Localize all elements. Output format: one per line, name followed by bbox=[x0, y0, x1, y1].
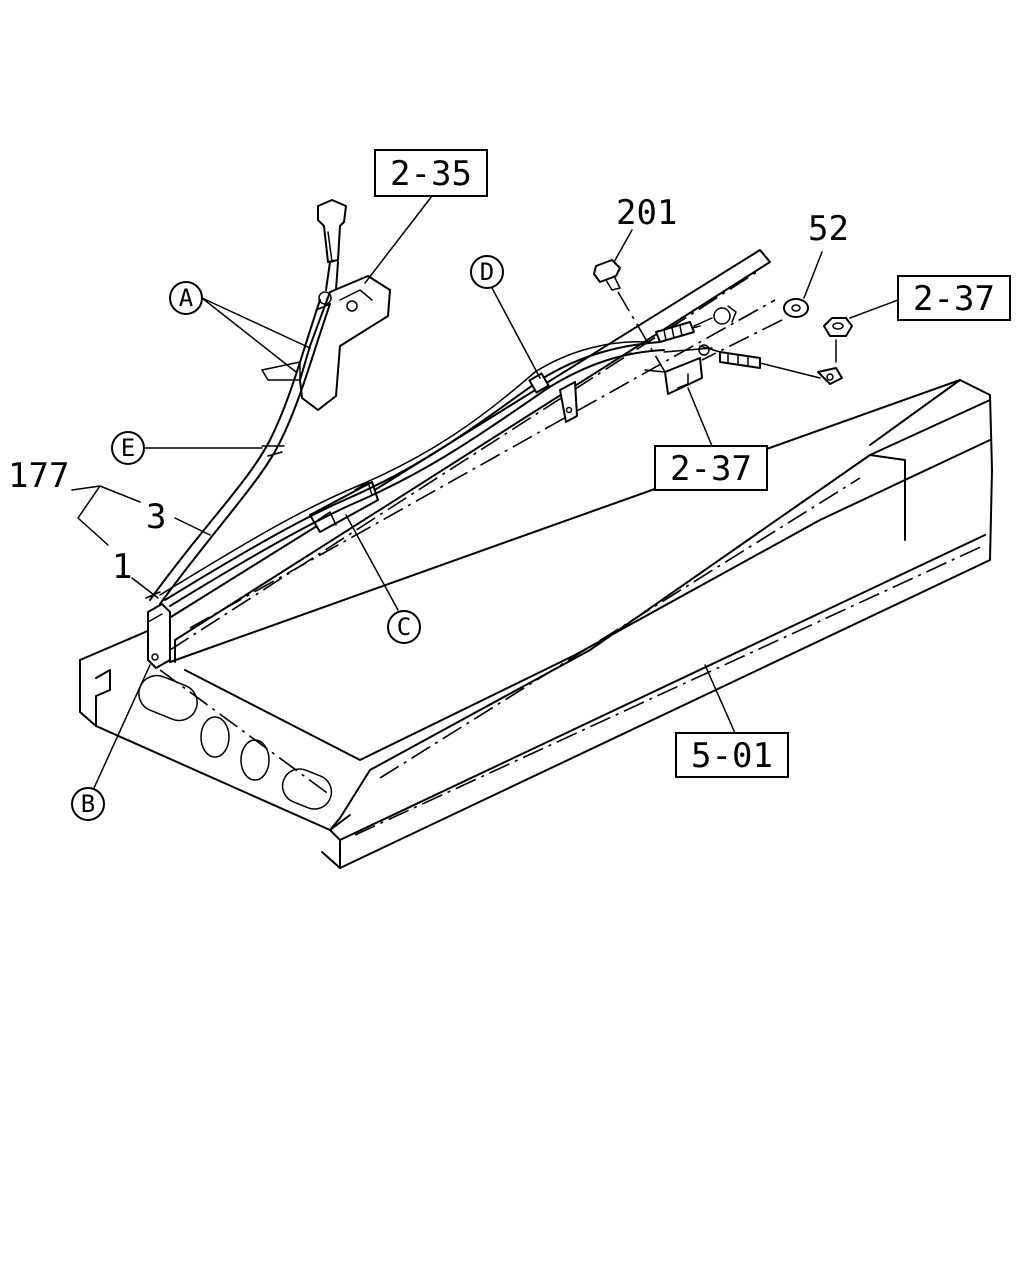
reference-box-2-37-lower[interactable]: 2-37 bbox=[654, 445, 768, 491]
callout-e-label: E bbox=[121, 434, 135, 462]
chassis-frame bbox=[79, 249, 993, 869]
callout-a: A bbox=[169, 281, 203, 315]
reference-2-37-upper-label: 2-37 bbox=[913, 279, 995, 319]
callout-b: B bbox=[71, 787, 105, 821]
callout-d-label: D bbox=[480, 258, 494, 286]
bracket-b bbox=[145, 591, 171, 669]
part-number-52: 52 bbox=[808, 209, 849, 249]
callout-c-label: C bbox=[397, 613, 411, 641]
callout-a-label: A bbox=[179, 284, 194, 312]
reference-box-2-35[interactable]: 2-35 bbox=[374, 149, 488, 197]
reference-box-5-01[interactable]: 5-01 bbox=[675, 732, 789, 778]
part-number-177: 177 bbox=[8, 456, 69, 496]
cable-bracket bbox=[644, 357, 703, 395]
reference-5-01-label: 5-01 bbox=[691, 736, 773, 776]
leader-lines bbox=[71, 195, 899, 789]
part-number-1: 1 bbox=[112, 547, 132, 587]
callout-d: D bbox=[470, 255, 504, 289]
part-number-201: 201 bbox=[616, 193, 677, 233]
callout-c: C bbox=[387, 610, 421, 644]
control-cables bbox=[149, 299, 843, 607]
callout-b-label: B bbox=[81, 790, 95, 818]
nut-52 bbox=[701, 298, 809, 361]
reference-2-35-label: 2-35 bbox=[390, 154, 472, 194]
reference-box-2-37-upper[interactable]: 2-37 bbox=[897, 275, 1011, 321]
clip-nut bbox=[823, 317, 853, 363]
reference-2-37-lower-label: 2-37 bbox=[670, 449, 752, 489]
part-number-3: 3 bbox=[146, 497, 166, 537]
callout-e: E bbox=[111, 431, 145, 465]
bolt-201 bbox=[593, 259, 666, 373]
shift-lever-assembly bbox=[261, 199, 391, 411]
